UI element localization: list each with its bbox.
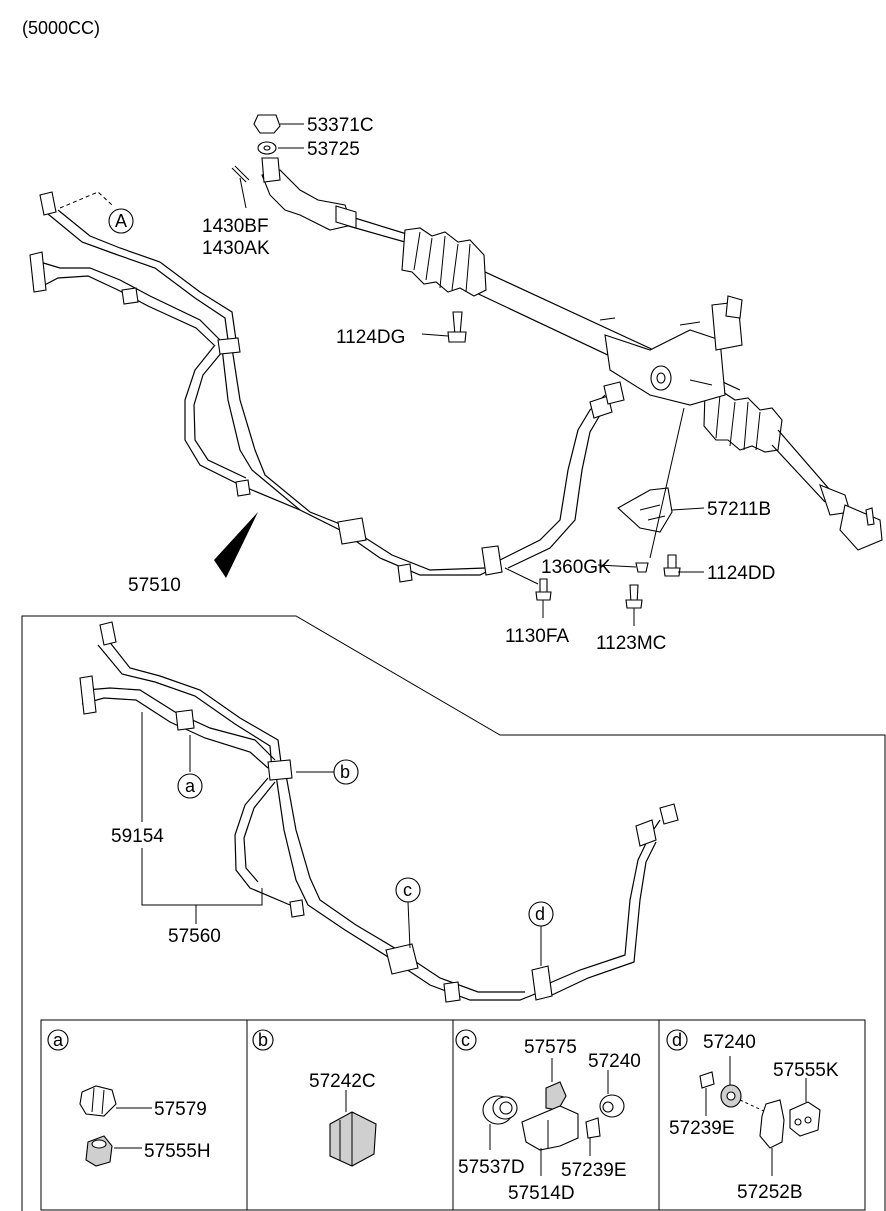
assembly-57510-frame bbox=[21, 615, 886, 1211]
label-57579: 57579 bbox=[154, 1099, 207, 1120]
label-57555H: 57555H bbox=[144, 1141, 211, 1162]
label-1130FA: 1130FA bbox=[505, 626, 569, 647]
label-57242C: 57242C bbox=[309, 1071, 376, 1092]
callout-d-label: d bbox=[535, 904, 545, 924]
panel-c-key: c bbox=[461, 1030, 470, 1050]
label-57239E-d: 57239E bbox=[669, 1118, 735, 1139]
panel-a-key: a bbox=[53, 1030, 64, 1050]
steering-gear-assembly bbox=[231, 114, 883, 609]
detail-panel-b: b 57242C bbox=[252, 1029, 377, 1167]
label-57510: 57510 bbox=[128, 575, 181, 596]
callout-c-label: c bbox=[403, 880, 412, 900]
label-57560: 57560 bbox=[168, 926, 221, 947]
label-57252B: 57252B bbox=[737, 1182, 803, 1203]
detail-panel-d: d 57240 57555K 57239E 57252B bbox=[666, 1029, 839, 1203]
label-57514D: 57514D bbox=[508, 1183, 575, 1204]
view-direction-arrow bbox=[214, 512, 258, 578]
detail-panels bbox=[40, 1019, 866, 1211]
callout-A-circle bbox=[108, 208, 134, 234]
label-57240-c: 57240 bbox=[588, 1051, 641, 1072]
lower-hose-assembly bbox=[79, 621, 679, 1003]
upper-leader-lines bbox=[239, 123, 705, 626]
label-53371C: 53371C bbox=[307, 115, 374, 136]
panel-b-key: b bbox=[258, 1030, 268, 1050]
callout-A-label: A bbox=[115, 211, 127, 231]
callout-a-label: a bbox=[185, 776, 196, 796]
label-1123MC: 1123MC bbox=[596, 633, 666, 654]
label-57211B: 57211B bbox=[707, 499, 771, 520]
label-1360GK: 1360GK bbox=[541, 557, 611, 578]
callout-a-circle bbox=[177, 773, 203, 799]
label-57239E-c: 57239E bbox=[561, 1160, 627, 1181]
callout-c-circle bbox=[395, 877, 421, 903]
panel-d-key: d bbox=[672, 1030, 682, 1050]
detail-panel-c: c 57575 57240 57537D 57239E 57514D bbox=[455, 1029, 641, 1204]
upper-hose-assembly bbox=[29, 191, 625, 583]
callout-d-circle bbox=[528, 901, 554, 927]
label-59154: 59154 bbox=[111, 826, 164, 847]
label-1430BF: 1430BF bbox=[202, 216, 269, 237]
detail-panel-a: a 57579 57555H bbox=[47, 1029, 211, 1167]
label-57555K: 57555K bbox=[773, 1060, 839, 1081]
label-57575-c: 57575 bbox=[524, 1037, 577, 1058]
label-1124DG: 1124DG bbox=[336, 327, 405, 348]
callout-b-label: b bbox=[340, 762, 350, 782]
label-1430AK: 1430AK bbox=[202, 238, 270, 259]
lower-leader-lines bbox=[141, 712, 542, 966]
label-53725: 53725 bbox=[307, 139, 360, 160]
label-57537D: 57537D bbox=[458, 1157, 525, 1178]
label-57240-d: 57240 bbox=[703, 1032, 756, 1053]
callout-b-circle bbox=[333, 759, 359, 785]
label-1124DD: 1124DD bbox=[707, 563, 775, 584]
engine-variant-label: (5000CC) bbox=[22, 18, 100, 38]
